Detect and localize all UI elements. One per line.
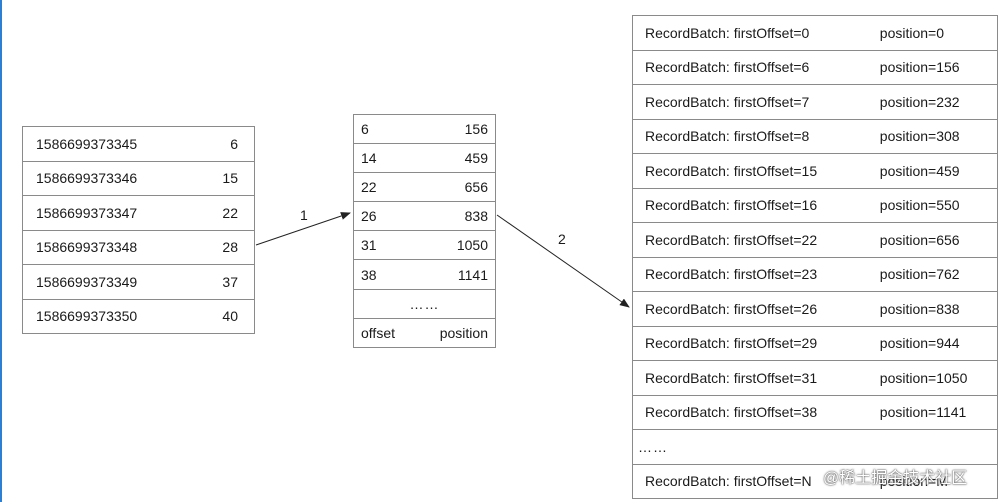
timestamp-cell: 1586699373348 bbox=[21, 229, 204, 265]
offset-cell: 22 bbox=[203, 195, 255, 231]
timestamp-cell: 1586699373350 bbox=[21, 298, 204, 334]
position-cell: position=838 bbox=[877, 291, 998, 327]
offset-cell: 38 bbox=[353, 259, 415, 290]
table-row: 26 838 bbox=[353, 201, 497, 232]
table-row: RecordBatch: firstOffset=16 position=550 bbox=[631, 187, 998, 223]
table-row: RecordBatch: firstOffset=15 position=459 bbox=[631, 153, 998, 189]
timestamp-cell: 1586699373347 bbox=[21, 195, 204, 231]
position-header: position bbox=[414, 317, 497, 348]
record-batch-cell: RecordBatch: firstOffset=N bbox=[631, 463, 878, 499]
position-cell: position=308 bbox=[877, 118, 998, 154]
table-row: RecordBatch: firstOffset=38 position=114… bbox=[631, 394, 998, 430]
offset-cell: 31 bbox=[353, 230, 415, 261]
arrow-label-2: 2 bbox=[558, 231, 566, 247]
left-edge-bar bbox=[0, 0, 2, 502]
record-batch-cell: RecordBatch: firstOffset=15 bbox=[631, 153, 878, 189]
position-cell: position=459 bbox=[877, 153, 998, 189]
offset-cell: 40 bbox=[203, 298, 255, 334]
offset-cell: 15 bbox=[203, 160, 255, 196]
table-row: 1586699373345 6 bbox=[21, 126, 255, 162]
timestamp-cell: 1586699373345 bbox=[21, 126, 204, 162]
offset-cell: 6 bbox=[353, 113, 415, 145]
record-batch-cell: RecordBatch: firstOffset=8 bbox=[631, 118, 878, 154]
record-batch-cell: RecordBatch: firstOffset=23 bbox=[631, 256, 878, 292]
table-row: 1586699373349 37 bbox=[21, 264, 255, 300]
table-row: RecordBatch: firstOffset=7 position=232 bbox=[631, 84, 998, 120]
offset-cell: 6 bbox=[203, 126, 255, 162]
table-row: RecordBatch: firstOffset=0 position=0 bbox=[631, 15, 998, 51]
record-batch-cell: RecordBatch: firstOffset=7 bbox=[631, 84, 878, 120]
record-batch-cell: RecordBatch: firstOffset=38 bbox=[631, 394, 878, 430]
log-segment-table: RecordBatch: firstOffset=0 position=0 Re… bbox=[631, 15, 998, 499]
offset-index-table: 6 156 14 459 22 656 26 838 31 1050 38 11… bbox=[353, 113, 497, 348]
table-row: 1586699373350 40 bbox=[21, 298, 255, 334]
offset-cell: 28 bbox=[203, 229, 255, 265]
record-batch-cell: RecordBatch: firstOffset=6 bbox=[631, 49, 878, 85]
record-batch-cell: RecordBatch: firstOffset=29 bbox=[631, 325, 878, 361]
record-batch-cell: RecordBatch: firstOffset=0 bbox=[631, 15, 878, 51]
table-row: 38 1141 bbox=[353, 259, 497, 290]
timestamp-cell: 1586699373349 bbox=[21, 264, 204, 300]
table-row: RecordBatch: firstOffset=8 position=308 bbox=[631, 118, 998, 154]
position-cell: position=0 bbox=[877, 15, 998, 51]
offset-cell: 26 bbox=[353, 201, 415, 232]
position-cell: position=656 bbox=[877, 222, 998, 258]
arrow-time-to-offset bbox=[255, 212, 351, 246]
position-cell: position=550 bbox=[877, 187, 998, 223]
header-row: offset position bbox=[353, 317, 497, 348]
table-row: 1586699373347 22 bbox=[21, 195, 255, 231]
arrow-offset-to-log bbox=[496, 214, 630, 308]
record-batch-cell: RecordBatch: firstOffset=16 bbox=[631, 187, 878, 223]
position-cell: 459 bbox=[414, 143, 497, 174]
position-cell: 156 bbox=[414, 113, 497, 145]
arrow-label-1: 1 bbox=[300, 207, 308, 223]
position-cell: position=232 bbox=[877, 84, 998, 120]
table-row: RecordBatch: firstOffset=N position=M bbox=[631, 463, 998, 499]
table-row: 6 156 bbox=[353, 113, 497, 145]
position-cell: position=M bbox=[877, 463, 998, 499]
watermark: @稀土掘金技术社区 bbox=[823, 470, 968, 487]
position-cell: 656 bbox=[414, 172, 497, 203]
table-row: 1586699373348 28 bbox=[21, 229, 255, 265]
offset-header: offset bbox=[353, 317, 415, 348]
offset-cell: 37 bbox=[203, 264, 255, 300]
record-batch-cell: RecordBatch: firstOffset=31 bbox=[631, 360, 878, 396]
time-index-table: 1586699373345 6 1586699373346 15 1586699… bbox=[21, 126, 255, 334]
